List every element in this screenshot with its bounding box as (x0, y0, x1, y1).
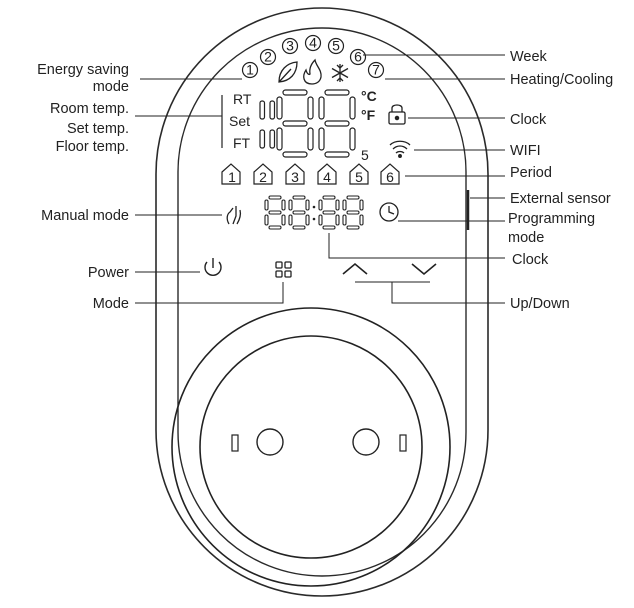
power-button[interactable] (204, 258, 222, 276)
lock-icon (388, 104, 406, 125)
chevron-down-icon[interactable] (411, 263, 437, 276)
power-icon (204, 261, 222, 276)
label-mode: Mode (93, 296, 129, 312)
snowflake-icon (331, 64, 349, 82)
week-day-1: 1 (241, 62, 259, 79)
label-up-down: Up/Down (510, 296, 570, 312)
power-socket (171, 307, 451, 587)
svg-text:6: 6 (354, 49, 362, 65)
period-indicators: 1 2 3 4 5 6 (221, 163, 400, 185)
mode-grid-icon (275, 261, 292, 278)
leaf-icon (278, 61, 298, 83)
leader-lines (135, 54, 505, 304)
week-day-3: 3 (281, 38, 299, 55)
svg-text:1: 1 (246, 62, 254, 78)
label-power: Power (88, 265, 129, 281)
label-energy-saving-line2: mode (93, 79, 129, 95)
set-indicator: Set (229, 113, 250, 129)
svg-text:2: 2 (259, 169, 267, 185)
hand-icon (226, 206, 242, 225)
earth-clip-left (231, 434, 239, 452)
ft-indicator: FT (233, 135, 251, 151)
svg-text:2: 2 (264, 49, 272, 65)
svg-text:5: 5 (355, 169, 363, 185)
rt-indicator: RT (233, 91, 252, 107)
week-day-4: 4 (304, 35, 322, 52)
temperature-digits (259, 89, 356, 158)
socket-inner-ring (199, 335, 423, 559)
socket-hole-left (256, 428, 284, 456)
digit-large-1 (276, 89, 314, 158)
label-floor-temp: Floor temp. (56, 139, 129, 155)
clock-icon (379, 202, 399, 222)
clock-digit-4 (342, 195, 364, 230)
clock-digits (264, 195, 364, 230)
label-energy-saving-line1: Energy saving (37, 62, 129, 78)
label-set-temp: Set temp. (67, 121, 129, 137)
celsius-unit: °C (361, 88, 377, 104)
device-inner-panel (177, 27, 467, 577)
week-day-5: 5 (327, 38, 345, 55)
svg-text:6: 6 (386, 169, 394, 185)
label-clock-bottom: Clock (512, 252, 549, 268)
svg-text:7: 7 (372, 62, 380, 78)
label-programming-mode-line1: Programming (508, 211, 595, 227)
week-day-6: 6 (349, 49, 367, 66)
earth-clip-right (399, 434, 407, 452)
svg-text:3: 3 (291, 169, 299, 185)
label-manual-mode: Manual mode (41, 208, 129, 224)
label-week: Week (510, 49, 548, 65)
label-wifi: WIFI (510, 143, 541, 159)
week-day-7: 7 (367, 62, 385, 79)
decimal-digit: 5 (361, 147, 369, 163)
week-day-2: 2 (259, 49, 277, 66)
label-period: Period (510, 165, 552, 181)
label-clock: Clock (510, 112, 547, 128)
mode-button[interactable] (275, 261, 292, 278)
label-heating-cooling: Heating/Cooling (510, 72, 613, 88)
wifi-icon (389, 140, 411, 158)
period-1: 1 (221, 163, 241, 185)
week-day-indicators: 1 2 3 4 5 6 7 (241, 35, 385, 79)
svg-text:4: 4 (309, 35, 317, 51)
chevron-up-icon[interactable] (342, 262, 368, 275)
svg-text:4: 4 (323, 169, 331, 185)
fahrenheit-unit: °F (361, 107, 376, 123)
clock-digit-1 (264, 195, 286, 230)
digit-small-left (259, 100, 276, 149)
label-programming-mode-line2: mode (508, 230, 544, 246)
label-external-sensor: External sensor (510, 191, 611, 207)
period-6: 6 (380, 163, 400, 185)
label-room-temp: Room temp. (50, 101, 129, 117)
digit-large-2 (318, 89, 356, 158)
clock-digit-3 (318, 195, 340, 230)
period-2: 2 (253, 163, 273, 185)
svg-text:1: 1 (228, 169, 236, 185)
period-4: 4 (317, 163, 337, 185)
period-3: 3 (285, 163, 305, 185)
socket-outer-ring (171, 307, 451, 587)
socket-hole-right (352, 428, 380, 456)
svg-text:3: 3 (286, 38, 294, 54)
period-5: 5 (349, 163, 369, 185)
svg-text:5: 5 (332, 38, 340, 54)
clock-colon (312, 205, 316, 221)
clock-digit-2 (288, 195, 310, 230)
flame-icon (303, 58, 322, 85)
